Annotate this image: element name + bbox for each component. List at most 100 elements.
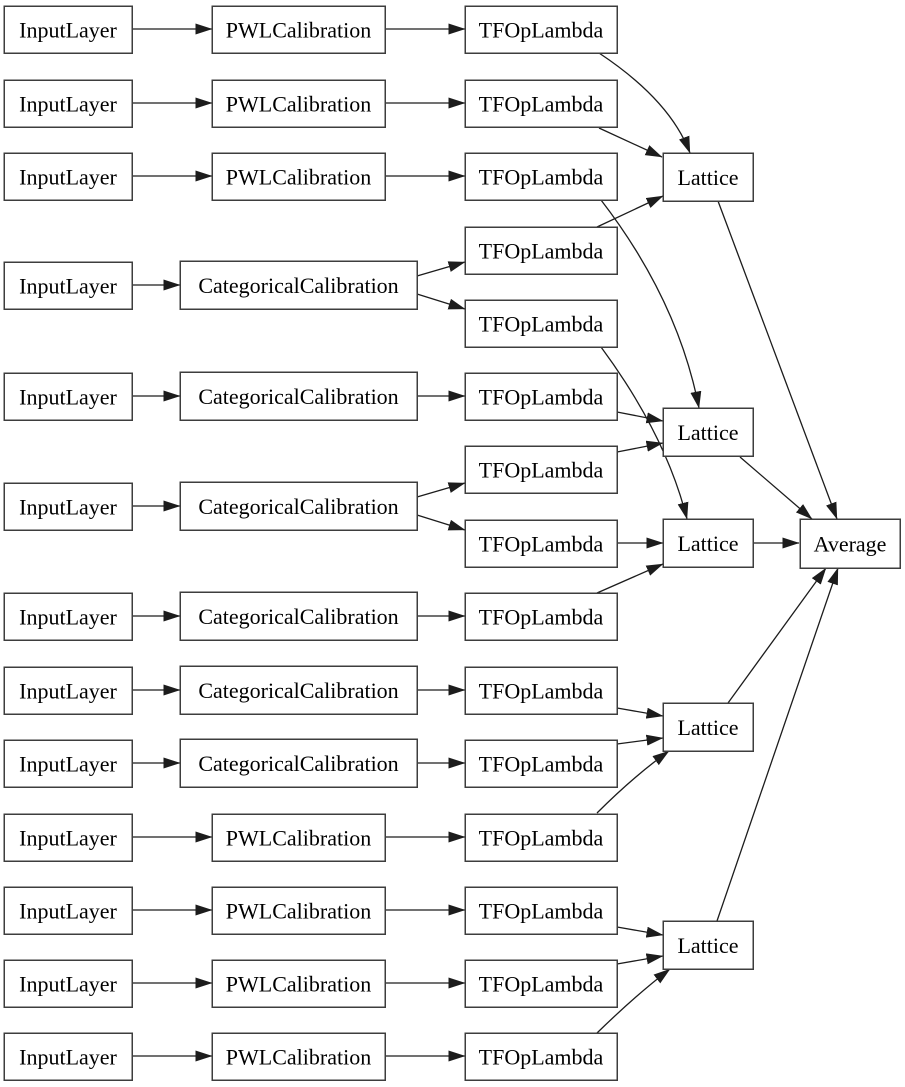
node-box-cat-4 (179, 260, 418, 310)
node-box-input-3 (3, 152, 133, 201)
node-tfop-2: TFOpLambda (464, 79, 618, 128)
node-label-lattice-4: Lattice (677, 715, 738, 740)
node-pwl-11: PWLCalibration (211, 886, 386, 935)
node-label-input-2: InputLayer (19, 92, 117, 117)
node-label-lattice-3: Lattice (677, 531, 738, 556)
node-label-tfop-5: TFOpLambda (479, 312, 604, 337)
node-label-tfop-1: TFOpLambda (479, 18, 604, 43)
edge-tfop-4--lattice-1 (596, 195, 664, 228)
node-cat-5: CategoricalCalibration (179, 371, 418, 421)
node-box-tfop-3 (464, 152, 618, 201)
node-label-cat-4: CategoricalCalibration (198, 273, 398, 298)
node-label-pwl-3: PWLCalibration (226, 165, 371, 190)
node-box-input-13 (3, 1032, 133, 1081)
node-input-13: InputLayer (3, 1032, 133, 1081)
node-label-tfop-7: TFOpLambda (479, 458, 604, 483)
node-label-tfop-6: TFOpLambda (479, 385, 604, 410)
node-box-average (799, 518, 901, 569)
node-lattice-3: Lattice (662, 518, 754, 568)
node-box-tfop-7 (464, 445, 618, 494)
edge-tfop-13--lattice-5 (616, 926, 664, 938)
node-box-input-2 (3, 79, 133, 128)
node-input-9: InputLayer (3, 739, 133, 788)
edge-layer (132, 23, 839, 1062)
node-box-input-4 (3, 261, 133, 310)
node-input-1: InputLayer (3, 5, 133, 54)
node-box-pwl-11 (211, 886, 386, 935)
node-tfop-3: TFOpLambda (464, 152, 618, 201)
node-label-input-9: InputLayer (19, 752, 117, 777)
node-label-tfop-10: TFOpLambda (479, 679, 604, 704)
edge-tfop-11--lattice-4 (616, 734, 664, 746)
edge-tfop-10--lattice-4 (616, 707, 664, 719)
node-label-tfop-14: TFOpLambda (479, 972, 604, 997)
node-box-input-1 (3, 5, 133, 54)
node-box-cat-8 (179, 665, 418, 715)
node-label-tfop-11: TFOpLambda (479, 752, 604, 777)
node-label-input-4: InputLayer (19, 274, 117, 299)
node-box-cat-9 (179, 738, 418, 788)
edge-lattice-5--average (716, 567, 839, 922)
node-input-10: InputLayer (3, 813, 133, 862)
node-box-tfop-4 (464, 226, 618, 275)
node-input-11: InputLayer (3, 886, 133, 935)
node-label-input-6: InputLayer (19, 495, 117, 520)
node-pwl-13: PWLCalibration (211, 1032, 386, 1081)
node-label-pwl-13: PWLCalibration (226, 1045, 371, 1070)
node-lattice-2: Lattice (662, 407, 754, 457)
node-box-tfop-12 (464, 813, 618, 862)
edge-tfop-14--lattice-5 (616, 953, 664, 965)
node-box-cat-6 (179, 481, 418, 531)
node-box-tfop-5 (464, 299, 618, 348)
node-input-5: InputLayer (3, 372, 133, 421)
node-label-tfop-4: TFOpLambda (479, 239, 604, 264)
node-label-tfop-8: TFOpLambda (479, 532, 604, 557)
node-pwl-12: PWLCalibration (211, 959, 386, 1008)
node-label-input-3: InputLayer (19, 165, 117, 190)
node-box-cat-7 (179, 591, 418, 641)
node-tfop-8: TFOpLambda (464, 519, 618, 568)
node-cat-8: CategoricalCalibration (179, 665, 418, 715)
node-box-pwl-3 (211, 152, 386, 201)
node-box-pwl-13 (211, 1032, 386, 1081)
node-label-tfop-15: TFOpLambda (479, 1045, 604, 1070)
node-box-input-11 (3, 886, 133, 935)
node-box-input-12 (3, 959, 133, 1008)
edge-cat-6--tfop-7 (416, 482, 466, 498)
node-box-cat-5 (179, 371, 418, 421)
edge-tfop-7--lattice-2 (616, 440, 664, 453)
node-box-pwl-2 (211, 79, 386, 128)
node-box-pwl-1 (211, 5, 386, 54)
node-label-pwl-12: PWLCalibration (226, 972, 371, 997)
node-label-lattice-5: Lattice (677, 933, 738, 958)
edge-tfop-12--lattice-4 (596, 750, 670, 814)
edge-tfop-3--lattice-2 (600, 199, 702, 409)
node-label-tfop-9: TFOpLambda (479, 605, 604, 630)
node-label-average: Average (814, 532, 887, 557)
node-tfop-5: TFOpLambda (464, 299, 618, 348)
edge-tfop-5--lattice-3 (600, 346, 689, 520)
node-label-input-8: InputLayer (19, 679, 117, 704)
node-box-tfop-8 (464, 519, 618, 568)
node-tfop-15: TFOpLambda (464, 1032, 618, 1081)
edge-tfop-15--lattice-5 (596, 968, 671, 1034)
node-input-8: InputLayer (3, 666, 133, 715)
node-tfop-13: TFOpLambda (464, 886, 618, 935)
node-label-input-1: InputLayer (19, 18, 117, 43)
node-input-4: InputLayer (3, 261, 133, 310)
node-pwl-10: PWLCalibration (211, 813, 386, 862)
node-label-lattice-1: Lattice (677, 165, 738, 190)
node-label-cat-6: CategoricalCalibration (198, 494, 398, 519)
edge-tfop-9--lattice-3 (596, 563, 664, 594)
node-label-tfop-2: TFOpLambda (479, 92, 604, 117)
node-tfop-12: TFOpLambda (464, 813, 618, 862)
node-pwl-3: PWLCalibration (211, 152, 386, 201)
node-box-input-6 (3, 482, 133, 531)
node-tfop-6: TFOpLambda (464, 372, 618, 421)
node-label-pwl-2: PWLCalibration (226, 92, 371, 117)
node-input-12: InputLayer (3, 959, 133, 1008)
node-tfop-1: TFOpLambda (464, 5, 618, 54)
edge-cat-4--tfop-5 (416, 293, 466, 310)
node-box-tfop-2 (464, 79, 618, 128)
